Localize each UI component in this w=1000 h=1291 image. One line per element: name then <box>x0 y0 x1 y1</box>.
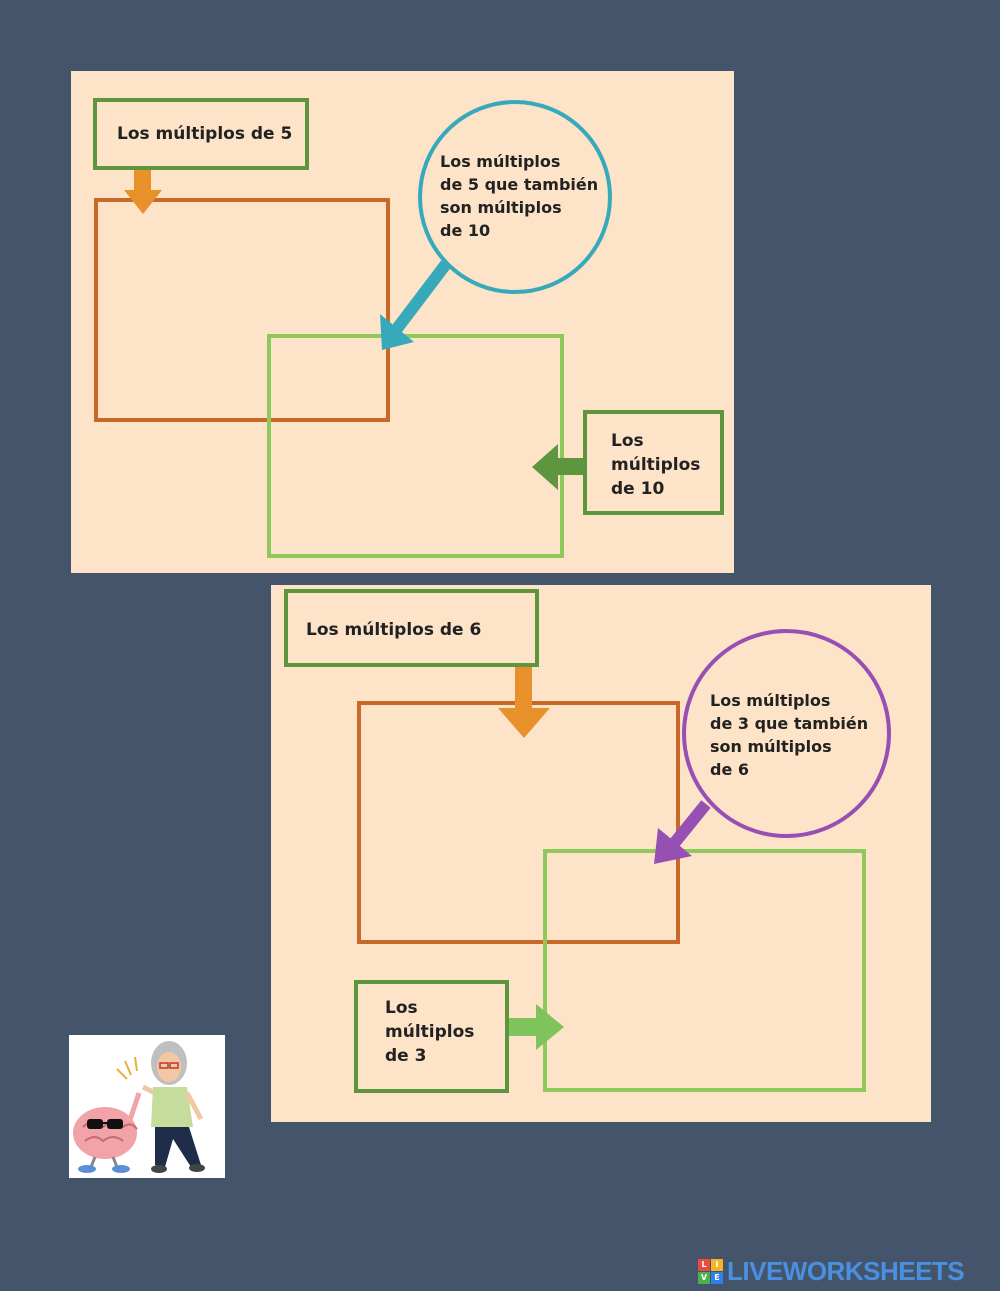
brain-and-teacher-high-five-icon <box>73 1041 205 1173</box>
logo-square-v: V <box>698 1271 710 1284</box>
logo-square-l: L <box>698 1258 710 1271</box>
logo-text: LIVEWORKSHEETS <box>727 1255 965 1286</box>
circle-multiples-5-and-10-text: Los múltiplos de 5 que también son múlti… <box>440 152 599 240</box>
arrow-diagonal-teal <box>380 260 451 350</box>
label-multiples-of-5-text: Los múltiplos de 5 <box>117 124 293 144</box>
arrow-down-orange-2 <box>498 667 550 738</box>
label-multiples-of-6-text: Los múltiplos de 6 <box>306 620 482 640</box>
arrow-right-light-green <box>509 1004 564 1050</box>
liveworksheets-logo: L I V E LIVEWORKSHEETS <box>698 1255 965 1286</box>
circle-multiples-3-and-6: Los múltiplos de 3 que también son múlti… <box>682 629 891 838</box>
arrow-down-orange-1 <box>124 170 162 214</box>
label-multiples-of-10: Los múltiplos de 10 <box>583 410 724 515</box>
illustration-card <box>69 1035 225 1178</box>
label-multiples-of-5: Los múltiplos de 5 <box>93 98 309 170</box>
circle-multiples-5-and-10: Los múltiplos de 5 que también son múlti… <box>418 100 612 294</box>
arrow-left-green <box>532 444 586 490</box>
arrow-diagonal-purple <box>654 800 711 864</box>
circle-multiples-3-and-6-text: Los múltiplos de 3 que también son múlti… <box>710 691 869 779</box>
drop-zone-multiples-3[interactable] <box>543 849 866 1092</box>
drop-zone-multiples-5[interactable] <box>94 198 390 422</box>
drop-zone-multiples-10[interactable] <box>267 334 564 558</box>
logo-square-e: E <box>711 1271 723 1284</box>
label-multiples-of-3-text: Los múltiplos de 3 <box>385 998 475 1066</box>
logo-squares-icon: L I V E <box>698 1258 723 1284</box>
label-multiples-of-3: Los múltiplos de 3 <box>354 980 509 1093</box>
label-multiples-of-10-text: Los múltiplos de 10 <box>611 431 701 499</box>
logo-square-i: I <box>711 1258 723 1271</box>
label-multiples-of-6: Los múltiplos de 6 <box>284 589 539 667</box>
